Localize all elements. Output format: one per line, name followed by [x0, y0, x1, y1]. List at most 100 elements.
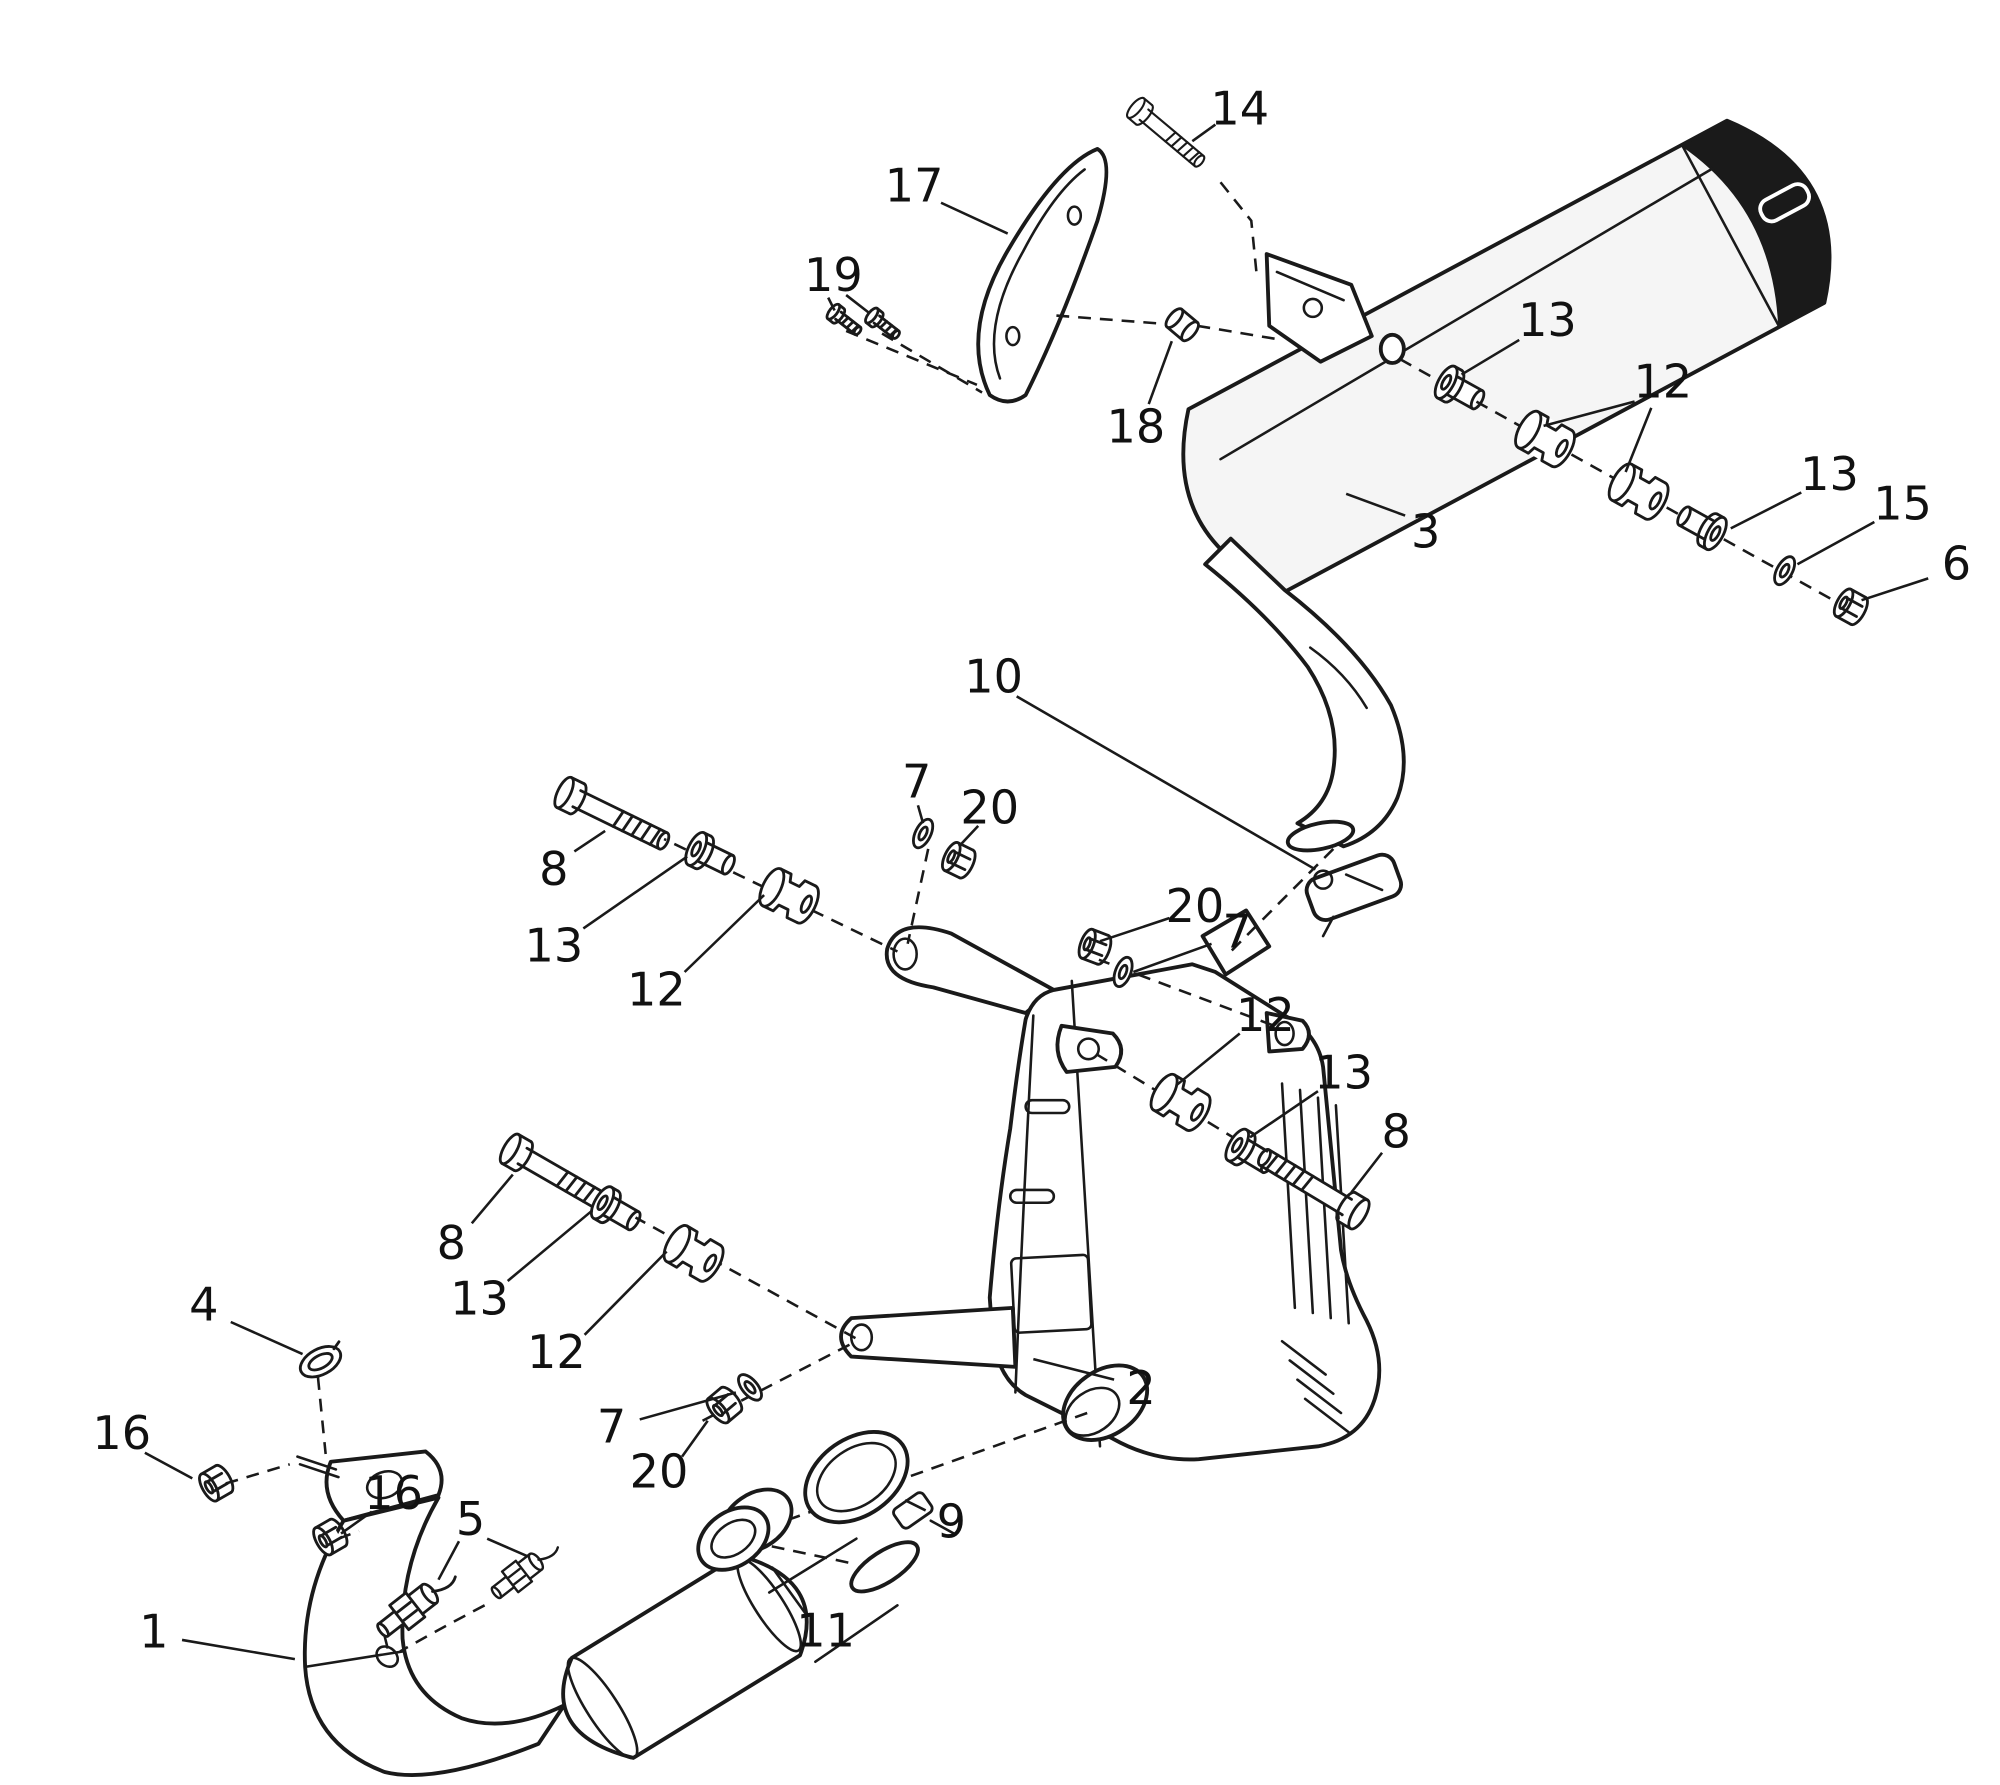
- screw-part-19-a: [823, 300, 867, 341]
- heat-shield-part-17: [976, 146, 1109, 404]
- leader-line-part-5: [437, 1540, 461, 1581]
- leader-line-part-12: [1176, 1032, 1241, 1086]
- nut-part-6: [1829, 584, 1873, 629]
- part-label-8: 8: [539, 842, 568, 896]
- oxygen-sensor-part-5-b: [484, 1534, 566, 1606]
- part-label-12: 12: [627, 962, 686, 1016]
- part-label-7: 7: [1222, 905, 1251, 959]
- leader-line-part-4: [230, 1320, 304, 1356]
- part-label-5: 5: [456, 1492, 485, 1546]
- washer-part-15: [1769, 552, 1801, 590]
- leader-line-part-15: [1796, 520, 1875, 566]
- leader-line-part-13: [506, 1209, 594, 1282]
- part-label-13: 13: [1518, 293, 1577, 347]
- part-label-14: 14: [1210, 82, 1269, 136]
- leader-line-part-19: [845, 294, 871, 315]
- part-label-19: 19: [804, 248, 863, 302]
- mount-bracket-part-10: [1304, 852, 1403, 938]
- leader-line-part-16: [340, 1510, 373, 1535]
- bolt-part-14: [1123, 94, 1211, 174]
- part-label-11: 11: [796, 1603, 855, 1657]
- leader-line-part-12: [1543, 400, 1635, 428]
- part-label-7: 7: [902, 755, 931, 809]
- spacer-part-13-upper-left: [679, 827, 742, 885]
- silencer-shield-bracket: [1264, 252, 1374, 364]
- leader-line-part-17: [940, 201, 1009, 235]
- part-label-13: 13: [1314, 1046, 1373, 1100]
- part-label-17: 17: [885, 158, 944, 212]
- leader-line-part-10: [1016, 695, 1317, 871]
- leader-line-part-20: [681, 1419, 709, 1458]
- leader-line-part-20: [1099, 916, 1170, 943]
- leader-line-part-13: [1730, 491, 1802, 530]
- leader-line-part-12: [683, 894, 765, 973]
- pipe-gasket-part-11: [696, 1487, 794, 1572]
- nut-part-20-right: [1074, 925, 1116, 968]
- muffler-box-part-2: [839, 908, 1382, 1462]
- leader-line-part-8: [573, 829, 606, 853]
- part-label-20: 20: [960, 780, 1019, 834]
- leader-line-part-7: [1132, 942, 1212, 974]
- leader-line-part-2: [1033, 1357, 1115, 1381]
- part-label-20: 20: [630, 1444, 689, 1498]
- bolt-part-8-upper-left: [549, 773, 676, 860]
- box-inlet-stub: [1200, 908, 1272, 977]
- part-label-3: 3: [1411, 505, 1440, 559]
- leader-line-part-16: [144, 1451, 193, 1480]
- leader-line-part-18: [1147, 340, 1173, 405]
- box-lower-left-mount: [839, 1305, 1018, 1369]
- leader-line-part-20: [958, 824, 980, 848]
- part-label-13: 13: [450, 1271, 509, 1325]
- leader-line-part-5: [486, 1537, 529, 1558]
- part-label-13: 13: [524, 919, 583, 973]
- box-top-left-tab: [884, 925, 1056, 1015]
- header-pipe-part-1: [296, 1449, 920, 1777]
- part-label-4: 4: [189, 1278, 218, 1332]
- leader-line-part-14: [1191, 123, 1217, 143]
- part-label-10: 10: [964, 650, 1023, 704]
- part-label-6: 6: [1942, 537, 1971, 591]
- leader-line-part-8: [470, 1173, 514, 1225]
- part-label-12: 12: [1633, 355, 1692, 409]
- part-label-13: 13: [1800, 447, 1859, 501]
- leader-line-part-9: [904, 1499, 927, 1512]
- leader-line-part-12: [583, 1250, 668, 1336]
- part-label-16: 16: [92, 1406, 151, 1460]
- part-label-16: 16: [364, 1466, 423, 1520]
- bushing-part-12-upper-b: [1602, 458, 1675, 525]
- part-label-8: 8: [437, 1216, 466, 1270]
- leader-line-part-19: [827, 297, 836, 312]
- part-label-7: 7: [597, 1400, 626, 1454]
- spacer-part-18: [1161, 304, 1203, 345]
- part-label-18: 18: [1107, 400, 1166, 454]
- silencer-mount-tab: [1378, 332, 1406, 365]
- part-label-9: 9: [937, 1494, 966, 1548]
- leader-line-part-8: [1350, 1151, 1384, 1194]
- spacer-part-13-upper-b: [1669, 496, 1733, 555]
- leader-line-part-7: [916, 804, 925, 824]
- leader-line-part-1: [181, 1638, 296, 1661]
- leader-line-part-6: [1861, 577, 1929, 602]
- sensor-boss: [375, 1645, 400, 1668]
- leader-line-part-7: [639, 1391, 737, 1421]
- bushing-part-12-upper-left: [753, 863, 825, 929]
- part-label-12: 12: [1236, 988, 1295, 1042]
- small-parts: [194, 94, 1873, 1646]
- silencer-inlet-pipe: [1203, 536, 1406, 853]
- exhaust-clamp-part-9: [803, 1430, 956, 1535]
- leader-line-part-13: [1460, 338, 1520, 376]
- part-label-2: 2: [1126, 1361, 1155, 1415]
- leader-line-part-13: [1249, 1090, 1319, 1139]
- silencer-part-3: [1181, 118, 1832, 594]
- part-label-15: 15: [1873, 476, 1932, 530]
- leader-line-part-11: [770, 1566, 807, 1614]
- nut-part-20-lower: [701, 1382, 747, 1428]
- leader-line-part-12: [1624, 407, 1653, 473]
- part-label-20: 20: [1166, 879, 1225, 933]
- part-label-8: 8: [1381, 1105, 1410, 1159]
- box-front-tab: [1055, 1023, 1124, 1074]
- gasket-part-4: [298, 1340, 343, 1379]
- bushing-part-12-lower-left: [657, 1220, 730, 1287]
